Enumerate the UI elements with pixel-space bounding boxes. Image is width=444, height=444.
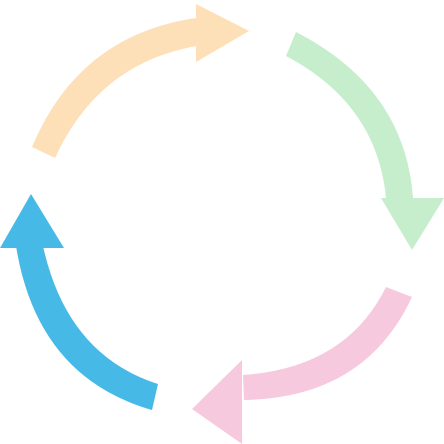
arrow-bottom-left — [0, 194, 158, 410]
arrow-bottom-right-head — [192, 360, 242, 444]
arrow-top-right-shaft — [286, 32, 413, 198]
arrow-bottom-right-shaft — [243, 287, 412, 400]
arrow-bottom-left-head — [0, 194, 64, 248]
arrow-top-right — [286, 32, 444, 250]
arrow-top-left-head — [196, 4, 249, 62]
arrow-top-left — [32, 4, 249, 158]
arrow-top-right-head — [381, 198, 444, 250]
arrow-bottom-left-shaft — [16, 246, 158, 410]
arrow-bottom-right — [192, 287, 412, 444]
arrow-top-left-shaft — [32, 18, 203, 158]
